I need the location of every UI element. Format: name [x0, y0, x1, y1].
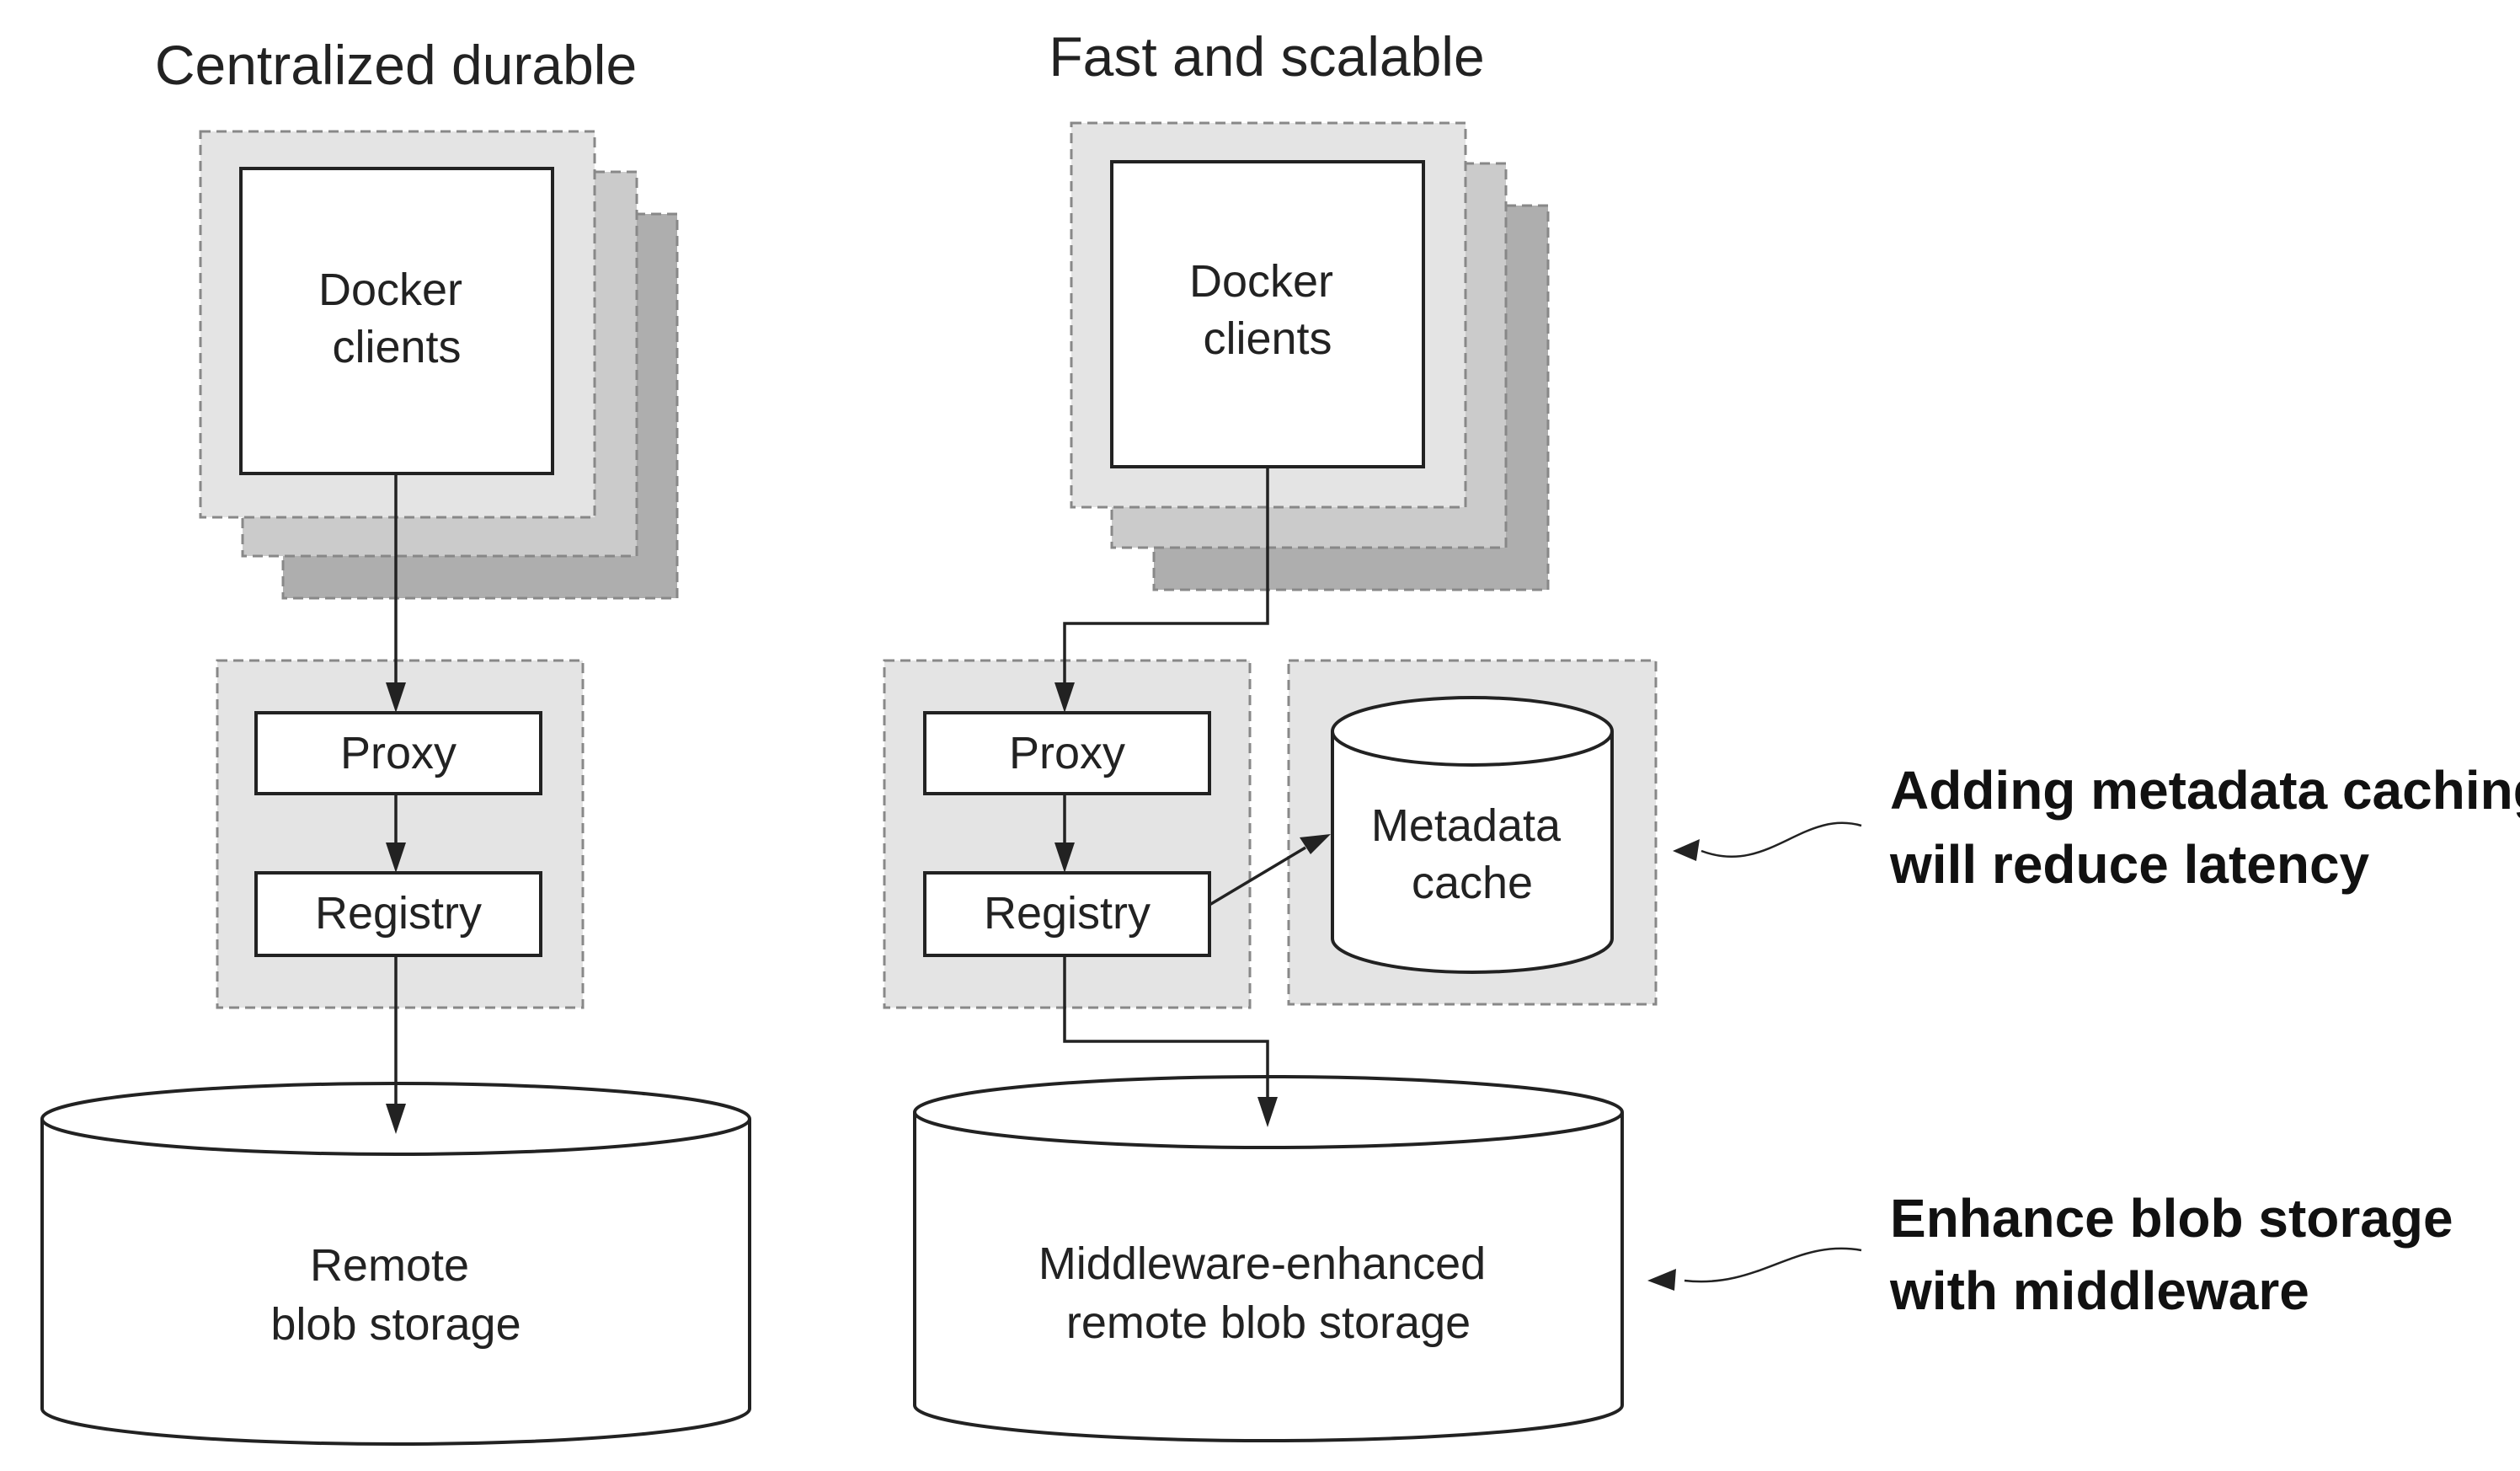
annotation-middleware: Enhance blob storage with middleware	[1647, 1188, 2468, 1321]
left-registry-box	[254, 871, 542, 957]
left-proxy-label: Proxy	[340, 728, 456, 778]
left-panel-title: Centralized durable	[155, 34, 637, 96]
left-registry-label: Registry	[315, 888, 482, 939]
left-panel: Centralized durable Docker clients Proxy…	[40, 34, 751, 1446]
middleware-note-text: Enhance blob storage with middleware	[1889, 1188, 2468, 1321]
right-proxy-box	[923, 711, 1211, 795]
right-registry-label: Registry	[984, 888, 1151, 939]
right-blob-storage-label: Middleware-enhanced remote blob storage	[1038, 1238, 1498, 1348]
left-docker-clients-label: Docker clients	[318, 265, 475, 372]
metadata-cache-label: Metadata cache	[1371, 800, 1573, 908]
caching-note-pointer	[1700, 821, 1862, 858]
left-edge-proxy-to-registry	[386, 794, 406, 873]
right-edge-registry-to-cache	[1209, 834, 1331, 907]
left-edge-clients-to-proxy	[386, 473, 406, 713]
metadata-cache-cylinder	[1331, 696, 1614, 974]
right-edge-proxy-to-registry	[1054, 794, 1075, 873]
left-blob-storage-label: Remote blob storage	[270, 1240, 521, 1350]
left-edge-registry-to-storage	[386, 955, 406, 1134]
right-proxy-label: Proxy	[1009, 728, 1125, 778]
right-edge-registry-to-storage	[1063, 955, 1278, 1127]
middleware-note-pointer	[1684, 1247, 1862, 1283]
annotation-metadata-caching: Adding metadata caching will reduce late…	[1673, 760, 2520, 895]
left-proxy-box	[254, 711, 542, 795]
caching-note-text: Adding metadata caching will reduce late…	[1889, 760, 2520, 895]
right-panel: Fast and scalable Docker clients Proxy R…	[883, 25, 1658, 1442]
right-docker-clients-box	[1110, 160, 1425, 468]
left-docker-clients-box	[239, 167, 554, 475]
right-registry-box	[923, 871, 1211, 957]
right-docker-clients-label: Docker clients	[1189, 256, 1346, 364]
right-edge-clients-to-proxy	[1054, 467, 1269, 713]
right-panel-title: Fast and scalable	[1049, 25, 1484, 88]
